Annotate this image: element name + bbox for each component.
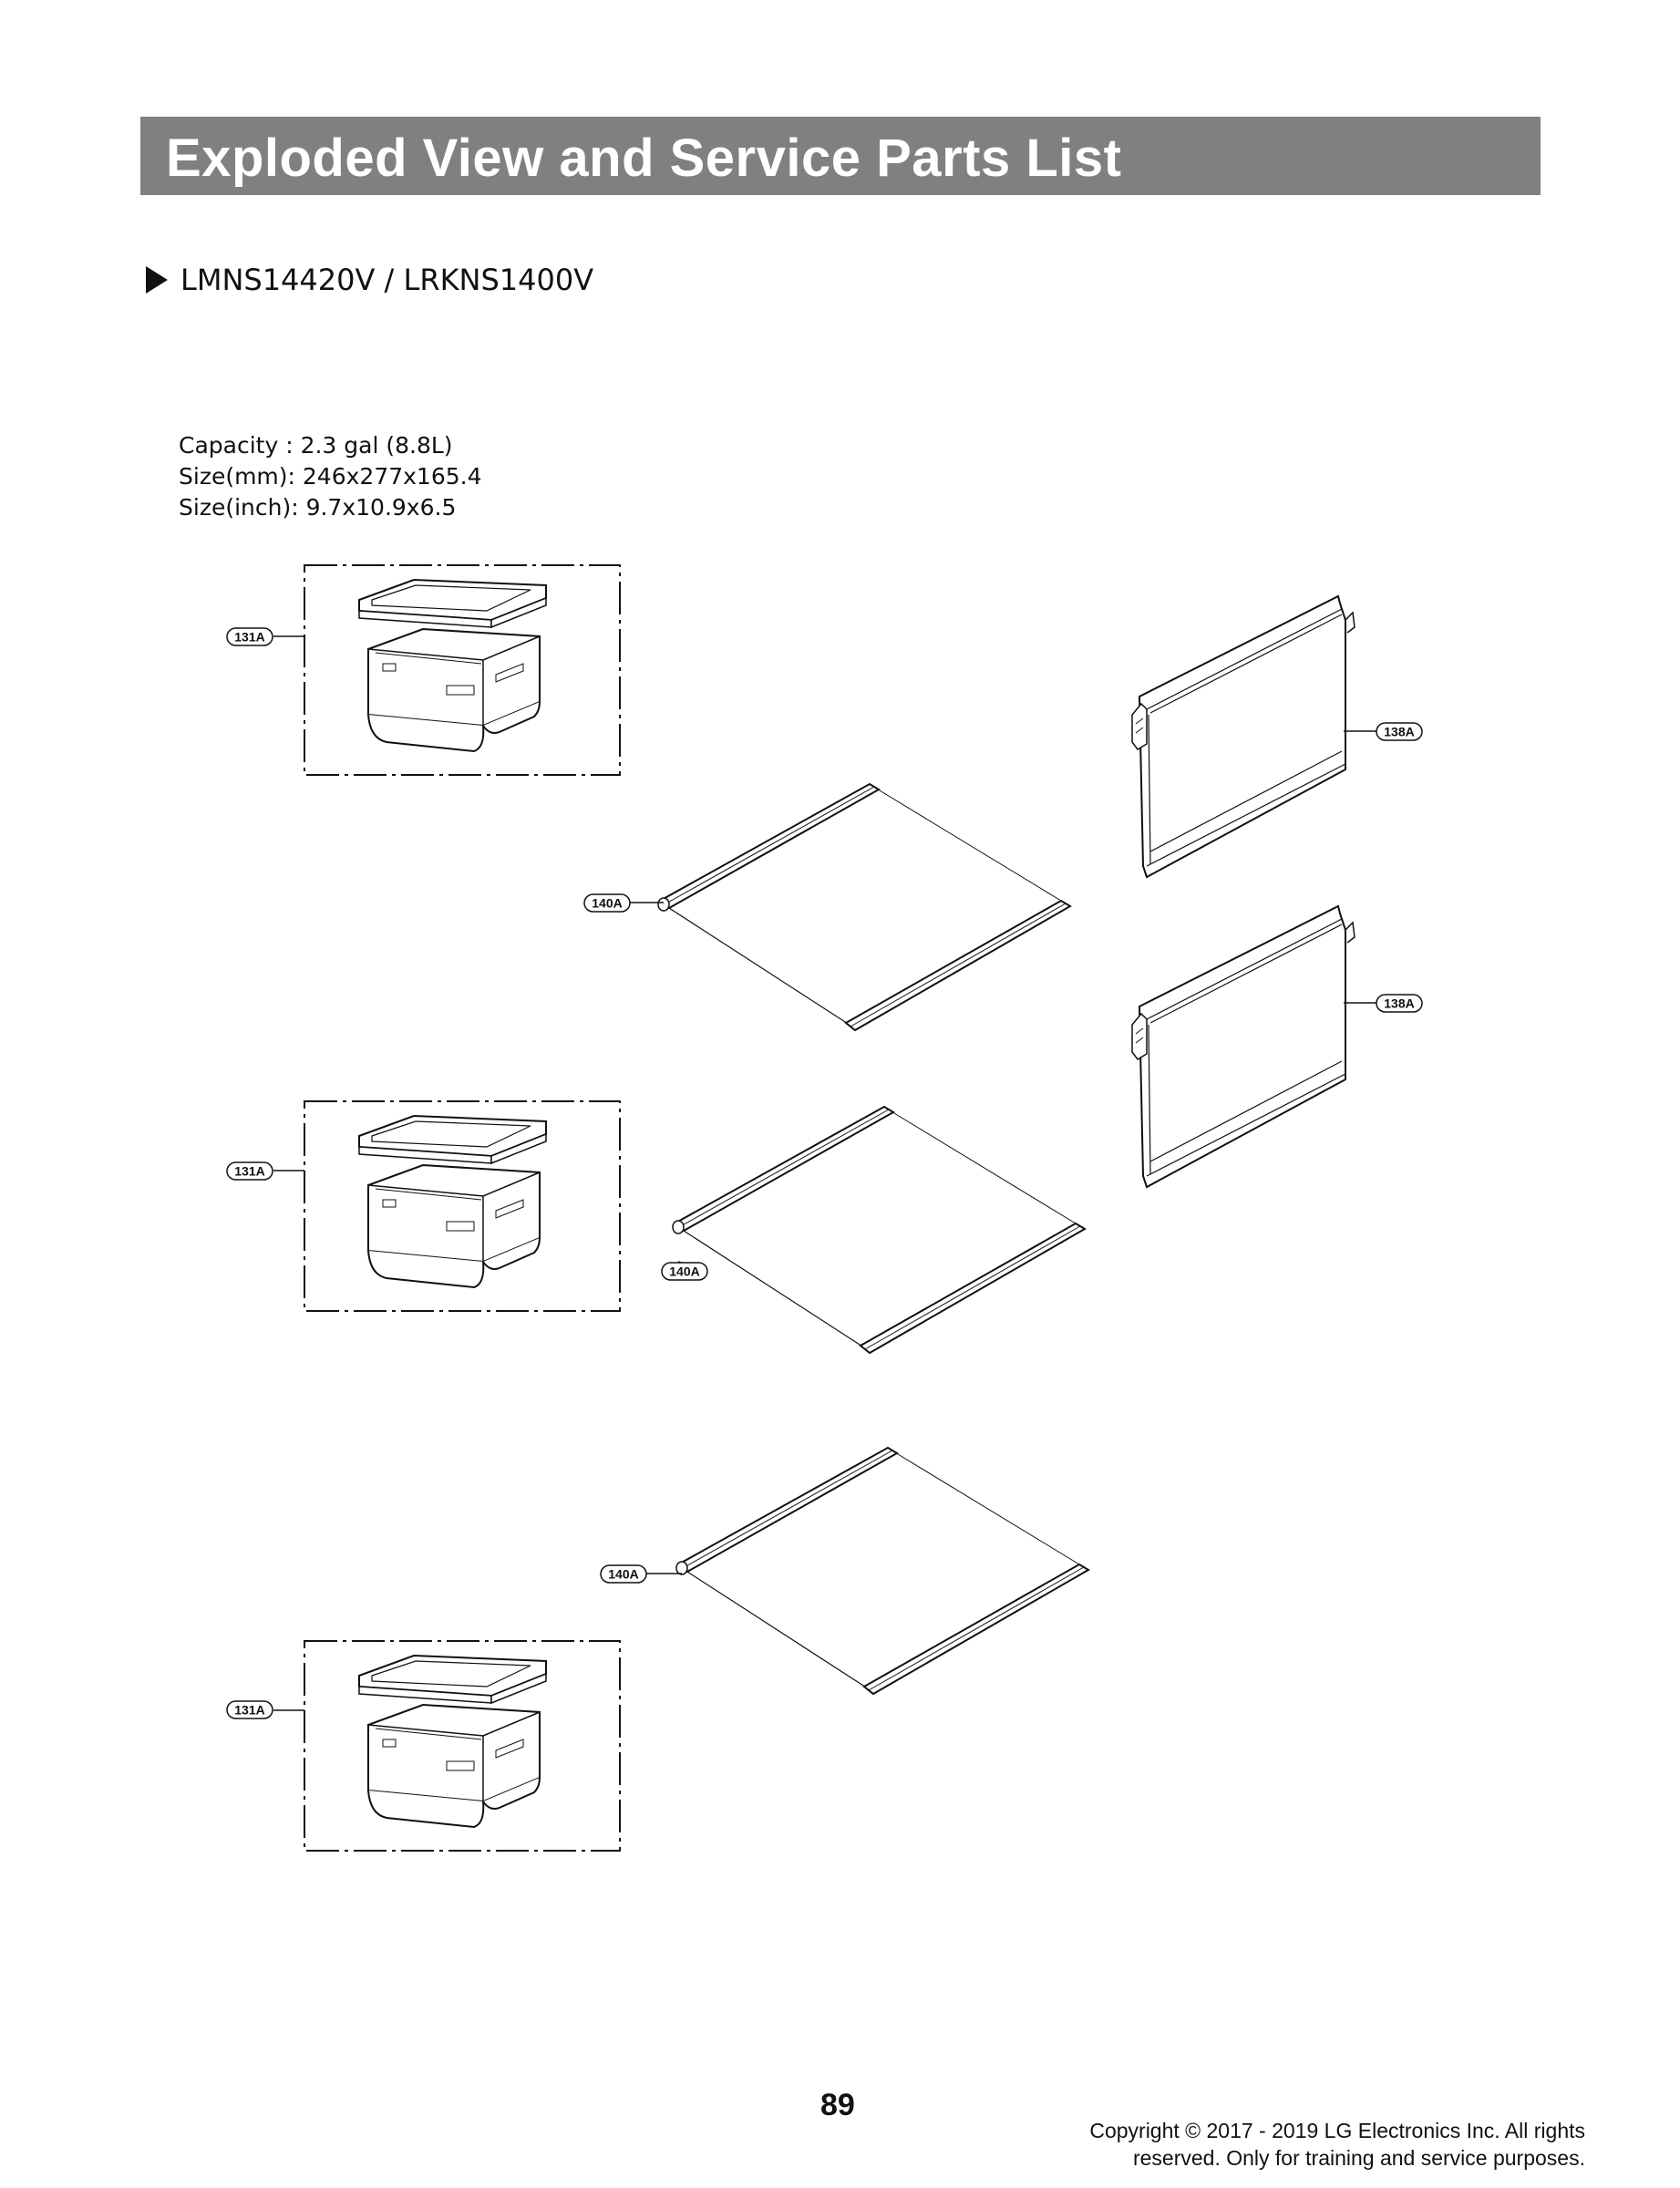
svg-text:138A: 138A	[1384, 725, 1414, 739]
callout-131a-middle: 131A	[226, 1161, 273, 1181]
page-title: Exploded View and Service Parts List	[166, 129, 1122, 188]
callout-138a-top: 138A	[1376, 722, 1423, 741]
svg-text:140A: 140A	[592, 896, 622, 911]
door-bin-top	[1131, 595, 1355, 878]
svg-text:140A: 140A	[669, 1264, 699, 1279]
copyright-line-1: Copyright © 2017 - 2019 LG Electronics I…	[1089, 2119, 1585, 2142]
svg-text:140A: 140A	[608, 1567, 638, 1582]
svg-text:131A: 131A	[234, 1703, 264, 1718]
model-heading: LMNS14420V / LRKNS1400V	[146, 263, 593, 297]
crisper-drawer-middle	[304, 1100, 621, 1312]
spec-size-inch: Size(inch): 9.7x10.9x6.5	[179, 494, 457, 521]
callout-138a-bottom: 138A	[1376, 994, 1423, 1013]
glass-shelf-middle	[672, 1106, 1086, 1354]
glass-shelf-top	[657, 783, 1071, 1031]
callout-140a-top: 140A	[583, 893, 631, 913]
spec-size-mm: Size(mm): 246x277x165.4	[179, 463, 482, 490]
svg-text:138A: 138A	[1384, 996, 1414, 1011]
door-bin-bottom	[1131, 905, 1355, 1188]
callout-140a-middle: 140A	[661, 1262, 708, 1281]
copyright-notice: Copyright © 2017 - 2019 LG Electronics I…	[1089, 2117, 1585, 2172]
callout-131a-bottom: 131A	[226, 1700, 273, 1719]
crisper-drawer-bottom	[304, 1640, 621, 1852]
callout-131a-top: 131A	[226, 627, 273, 646]
spec-capacity: Capacity : 2.3 gal (8.8L)	[179, 432, 453, 459]
svg-text:131A: 131A	[234, 1164, 264, 1179]
crisper-drawer-top	[304, 564, 621, 776]
page-number: 89	[820, 2088, 855, 2122]
glass-shelf-bottom	[675, 1447, 1089, 1695]
copyright-line-2: reserved. Only for training and service …	[1132, 2146, 1585, 2170]
crisper-specs: Capacity : 2.3 gal (8.8L) Size(mm): 246x…	[179, 430, 482, 523]
svg-text:131A: 131A	[234, 630, 264, 645]
callout-140a-bottom: 140A	[600, 1564, 647, 1584]
triangle-bullet-icon	[146, 266, 168, 294]
page-header-bar: Exploded View and Service Parts List	[140, 117, 1541, 195]
model-numbers: LMNS14420V / LRKNS1400V	[180, 263, 594, 297]
